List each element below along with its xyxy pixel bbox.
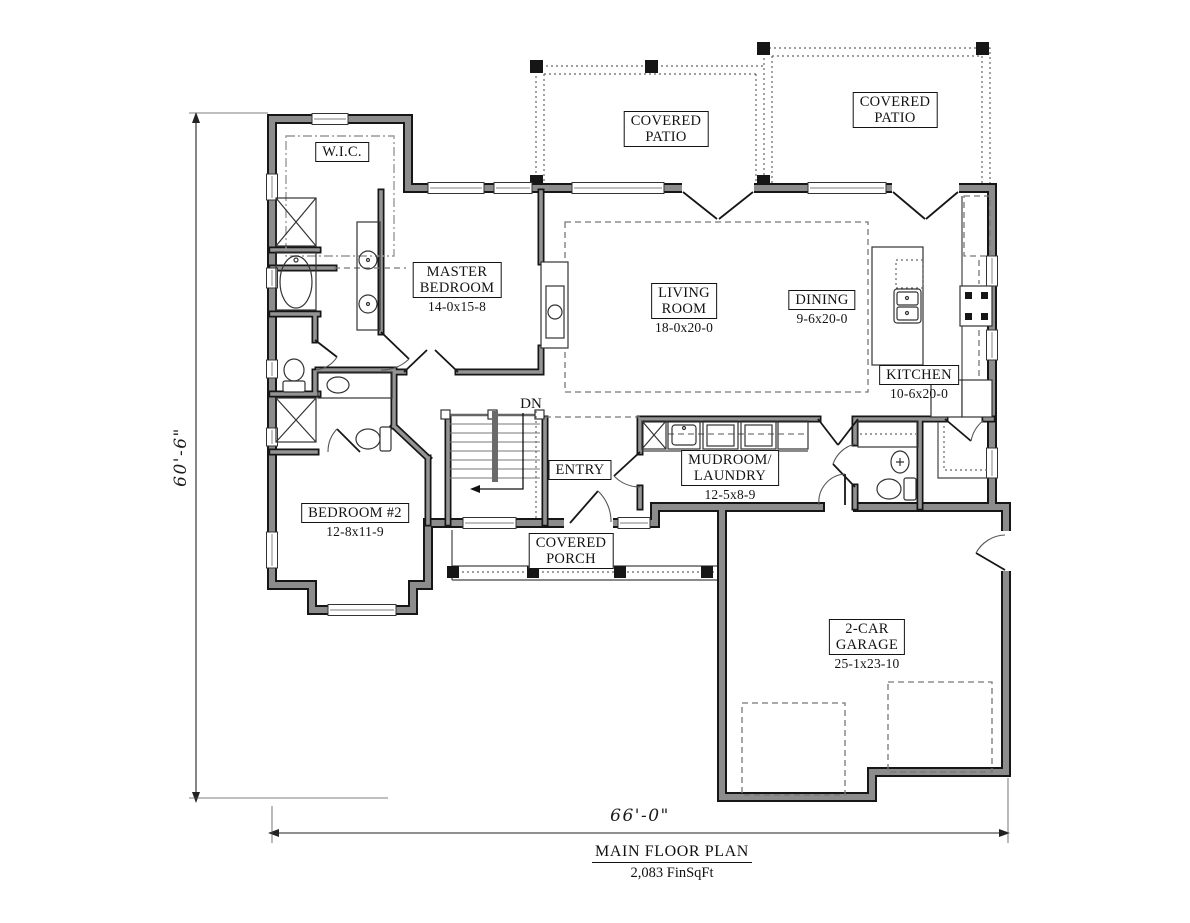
- plan-title: MAIN FLOOR PLAN: [592, 843, 752, 863]
- covered-porch-outline: [447, 530, 723, 581]
- dimension-lines: [189, 112, 1010, 843]
- interior-walls: [268, 188, 996, 527]
- room-label-entry: ENTRY: [548, 460, 612, 481]
- dining-dims: 9-6x20-0: [796, 311, 848, 327]
- dimension-width-text: 66'-0": [610, 806, 670, 826]
- master-bedroom-dims: 14-0x15-8: [427, 299, 487, 315]
- mudroom-fixtures: [641, 420, 809, 452]
- doors: [314, 191, 1006, 571]
- wic-name: W.I.C.: [322, 144, 362, 160]
- wall-openings: [564, 181, 1013, 571]
- fireplace: [540, 261, 569, 349]
- garage-dims: 25-1x23-10: [834, 656, 900, 672]
- dimension-height-text: 60'-6": [171, 427, 191, 487]
- living-room-dims: 18-0x20-0: [654, 320, 714, 336]
- stairs-dn-label: DN: [520, 396, 542, 412]
- room-label-bedroom-2: BEDROOM #2 12-8x11-9: [301, 503, 409, 540]
- mudroom-dims: 12-5x8-9: [704, 487, 756, 503]
- windows: [266, 113, 998, 616]
- stairs: [440, 409, 545, 520]
- kitchen-dims: 10-6x20-0: [889, 386, 949, 402]
- bedroom-2-dims: 12-8x11-9: [326, 524, 384, 540]
- room-label-mudroom-laundry: MUDROOM/LAUNDRY 12-5x8-9: [681, 450, 779, 503]
- kitchen-fixtures: [871, 196, 993, 418]
- powder-room-fixtures: [857, 420, 919, 501]
- room-label-kitchen: KITCHEN 10-6x20-0: [879, 365, 959, 402]
- dashed-lines: [285, 135, 993, 796]
- room-label-wic: W.I.C.: [315, 142, 369, 163]
- title-block: MAIN FLOOR PLAN 2,083 FinSqFt: [592, 843, 752, 882]
- bathroom-fixtures: [275, 197, 393, 452]
- plan-area: 2,083 FinSqFt: [630, 865, 714, 881]
- room-label-dining: DINING 9-6x20-0: [788, 290, 856, 327]
